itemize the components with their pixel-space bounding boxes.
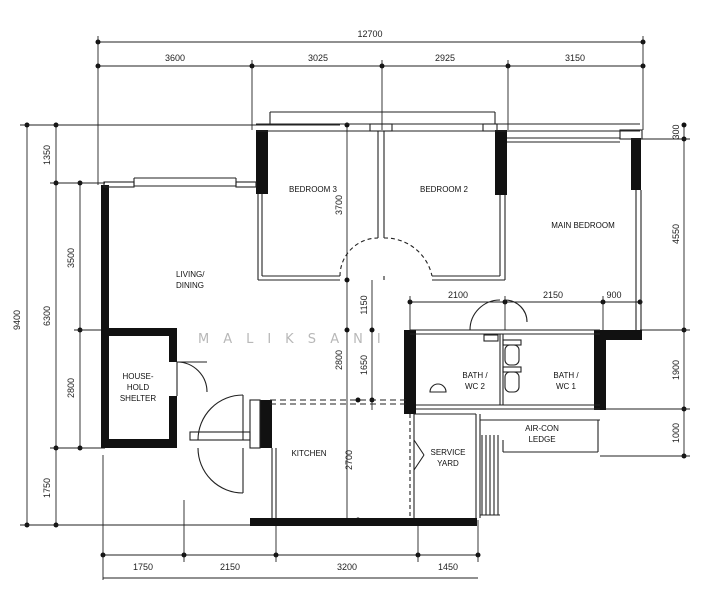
dim-left-2: 6300 xyxy=(42,306,52,326)
dim-living-depth: 2800 xyxy=(334,350,344,370)
dim-bottom-1: 1750 xyxy=(133,562,153,572)
label-service-yard-1: SERVICE xyxy=(431,448,466,457)
dim-bottom-4: 1450 xyxy=(438,562,458,572)
dimension-lines xyxy=(20,36,690,580)
label-main-bedroom: MAIN BEDROOM xyxy=(551,221,615,230)
label-service-yard-2: YARD xyxy=(437,459,459,468)
dim-top-total: 12700 xyxy=(357,29,382,39)
dim-top-3: 2925 xyxy=(435,53,455,63)
label-living-2: DINING xyxy=(176,281,204,290)
label-bath-wc1-2: WC 1 xyxy=(556,382,577,391)
walls xyxy=(101,130,642,526)
dim-right-1: 300 xyxy=(671,124,681,139)
label-bedroom-3: BEDROOM 3 xyxy=(289,185,338,194)
label-bath-wc1-1: BATH / xyxy=(553,371,579,380)
label-bath-wc2-1: BATH / xyxy=(462,371,488,380)
dim-bottom-3: 3200 xyxy=(337,562,357,572)
dimension-labels: 12700 3600 3025 2925 3150 9400 1350 6300… xyxy=(12,29,681,572)
dim-kitchen-depth: 2700 xyxy=(344,450,354,470)
dim-right-2: 4550 xyxy=(671,224,681,244)
label-bath-wc2-2: WC 2 xyxy=(465,382,486,391)
label-shelter-2: HOLD xyxy=(127,383,149,392)
dim-bedroom3-depth: 3700 xyxy=(334,195,344,215)
dim-top-2: 3025 xyxy=(308,53,328,63)
label-living-1: LIVING/ xyxy=(176,270,205,279)
dim-left-3: 1750 xyxy=(42,478,52,498)
dim-left-inner-1: 3500 xyxy=(66,248,76,268)
label-kitchen: KITCHEN xyxy=(291,449,326,458)
dim-right-3: 1900 xyxy=(671,360,681,380)
label-bedroom-2: BEDROOM 2 xyxy=(420,185,469,194)
dim-left-inner-2: 2800 xyxy=(66,378,76,398)
dim-top-1: 3600 xyxy=(165,53,185,63)
watermark: MALIKSANI xyxy=(198,332,395,347)
dim-corridor-left: 2100 xyxy=(448,290,468,300)
partitions xyxy=(103,111,643,518)
room-labels: BEDROOM 3 BEDROOM 2 MAIN BEDROOM LIVING/… xyxy=(120,185,615,468)
dim-right-4: 1000 xyxy=(671,423,681,443)
label-aircon-2: LEDGE xyxy=(528,435,555,444)
label-aircon-1: AIR-CON xyxy=(525,424,559,433)
dim-left-1: 1350 xyxy=(42,145,52,165)
dim-left-total: 9400 xyxy=(12,310,22,330)
dim-lobby-b: 1650 xyxy=(359,355,369,375)
label-shelter-3: SHELTER xyxy=(120,394,157,403)
dim-lobby-a: 1150 xyxy=(359,295,369,314)
dim-corridor-mid: 2150 xyxy=(543,290,563,300)
dim-corridor-right: 900 xyxy=(606,290,621,300)
bathroom-fixtures xyxy=(429,334,522,393)
dim-top-4: 3150 xyxy=(565,53,585,63)
doors xyxy=(176,237,528,494)
dim-bottom-2: 2150 xyxy=(220,562,240,572)
label-shelter-1: HOUSE- xyxy=(122,372,153,381)
